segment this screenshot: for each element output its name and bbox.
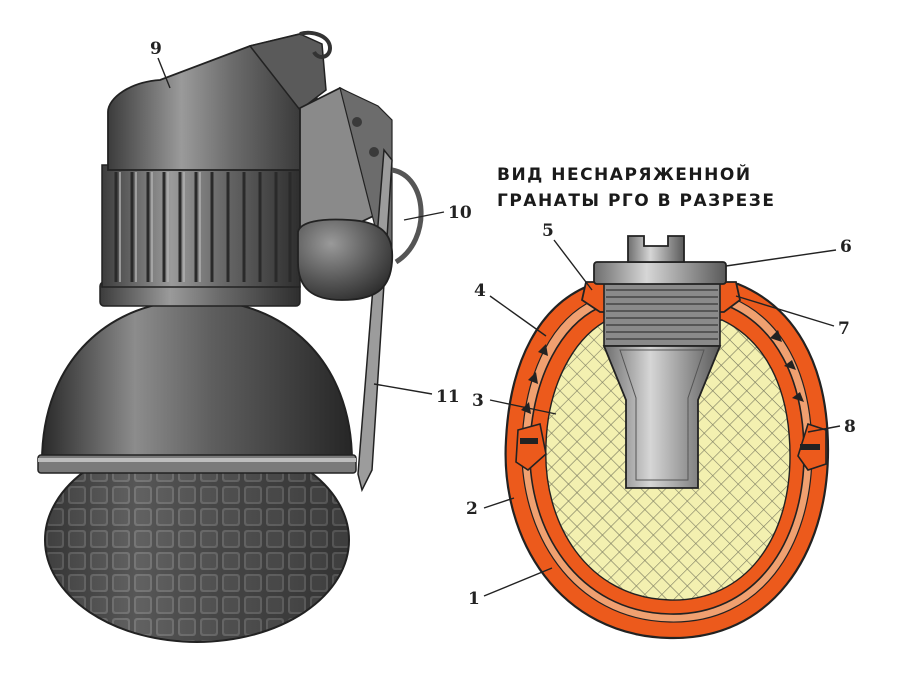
label-4: 4	[474, 281, 486, 301]
caption-line-1: ВИД НЕСНАРЯЖЕННОЙ	[497, 163, 752, 185]
fuse-socket	[580, 281, 742, 489]
pull-ring	[391, 167, 424, 265]
caption-line-2: ГРАНАТЫ РГО В РАЗРЕЗЕ	[497, 191, 775, 211]
label-1: 1	[468, 589, 480, 609]
section-caption: ВИД НЕСНАРЯЖЕННОЙ ГРАНАТЫ РГО В РАЗРЕЗЕ	[497, 163, 775, 211]
label-8: 8	[844, 417, 856, 437]
top-plug	[593, 235, 727, 285]
label-6: 6	[840, 237, 852, 257]
lower-knurled-body	[44, 437, 350, 643]
leader-lines	[157, 57, 841, 597]
part-labels: 9 10 11 5 6 4 7 3 8 2 1	[150, 39, 856, 609]
label-5: 5	[542, 221, 554, 241]
label-2: 2	[466, 499, 478, 519]
grenade-external-view	[37, 30, 424, 643]
label-9: 9	[150, 39, 162, 59]
grenade-cross-section	[504, 235, 830, 640]
rim-band	[37, 454, 357, 474]
upper-dome-body	[40, 298, 354, 463]
label-11: 11	[436, 387, 460, 407]
label-7: 7	[838, 319, 850, 339]
label-3: 3	[472, 391, 484, 411]
fuse-cap	[297, 218, 394, 301]
label-10: 10	[448, 203, 472, 223]
fuse-body	[101, 164, 301, 288]
